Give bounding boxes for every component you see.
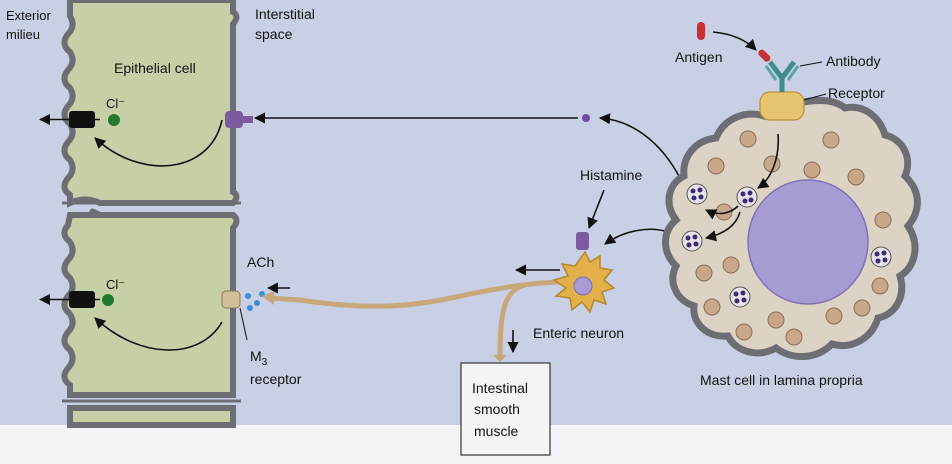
granule (826, 308, 842, 324)
granule (696, 265, 712, 281)
granule (786, 329, 802, 345)
histamine-label: Histamine (580, 167, 642, 183)
ach-label: ACh (247, 254, 274, 270)
interstitial-space-label: Interstitial (255, 6, 315, 22)
antigen-label: Antigen (675, 49, 722, 65)
granule (854, 300, 870, 316)
granule (872, 278, 888, 294)
granule (723, 257, 739, 273)
granule (848, 169, 864, 185)
m3-main: M (250, 348, 262, 364)
histamine-granule (682, 231, 702, 251)
enteric-neuron-label: Enteric neuron (533, 325, 624, 341)
m3-subscript: 3 (262, 357, 268, 368)
chloride-label-top: Cl⁻ (106, 96, 125, 111)
receptor-stem (243, 116, 253, 123)
smooth-muscle-label-3: muscle (474, 423, 519, 439)
fc-receptor (760, 92, 804, 120)
antibody-label: Antibody (826, 53, 880, 69)
chloride-ion-bottom (102, 294, 114, 306)
ach-dot-2 (254, 300, 260, 306)
histamine-granule (871, 247, 891, 267)
granule (740, 131, 756, 147)
epithelial-cell-bottom (70, 408, 233, 425)
m3-receptor-body (222, 291, 240, 308)
chloride-label-bottom: Cl⁻ (106, 277, 125, 292)
smooth-muscle-label-1: Intestinal (472, 380, 528, 396)
mast-cell (666, 100, 918, 356)
neuron-nucleus (574, 277, 592, 295)
neuron-histamine-receptor (576, 232, 589, 250)
histamine-molecule (582, 114, 590, 122)
granule (823, 132, 839, 148)
smooth-muscle-label-2: smooth (474, 401, 520, 417)
chloride-ion-top (108, 114, 120, 126)
antigen-free (697, 22, 705, 40)
interstitial-space-label-2: space (255, 26, 293, 42)
granule (804, 162, 820, 178)
histamine-granule (730, 287, 750, 307)
granule (704, 299, 720, 315)
granule (768, 312, 784, 328)
exterior-milieu-label: Exterior (6, 8, 51, 23)
ach-dot-4 (247, 305, 253, 311)
mast-cell-label: Mast cell in lamina propria (700, 372, 863, 388)
mast-cell-nucleus (748, 180, 868, 304)
m3-receptor-label-2: receptor (250, 371, 302, 387)
granule (708, 158, 724, 174)
epithelial-cell-label: Epithelial cell (114, 60, 196, 76)
exterior-milieu-label-2: milieu (6, 27, 40, 42)
granule (875, 212, 891, 228)
histamine-granule (687, 184, 707, 204)
ach-dot-1 (245, 293, 251, 299)
histamine-granule (737, 187, 757, 207)
granule (736, 324, 752, 340)
receptor-label: Receptor (828, 85, 885, 101)
epithelial-cell-top (64, 0, 236, 203)
receptor-body (225, 111, 243, 128)
